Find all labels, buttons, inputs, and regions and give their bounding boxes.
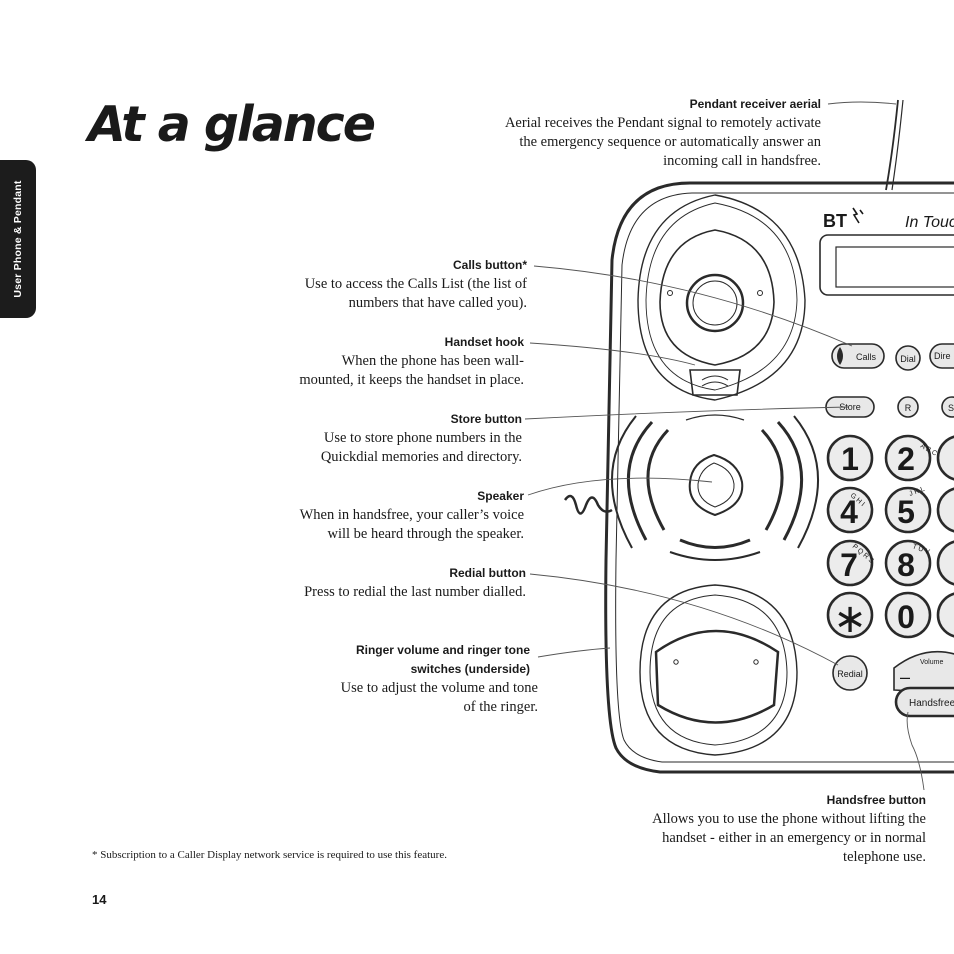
svg-text:∗: ∗ [833,596,867,642]
cord-shape [563,494,613,515]
svg-text:0: 0 [897,599,915,635]
callout-calls-line-2: numbers that have called you). [348,295,527,311]
r-button[interactable]: R [897,396,919,418]
svg-text:2: 2 [897,441,915,477]
key-9-partial[interactable] [936,540,954,586]
svg-text:Volume: Volume [920,659,943,666]
volume-minus-icon: – [900,667,910,687]
callout-aerial-label: Pendant receiver aerial [689,97,821,111]
callout-handsfree-line-2: handset - either in an emergency or in n… [662,830,926,846]
callout-store: Store button Use to store phone numbers … [240,410,522,467]
callout-redial: Redial button Press to redial the last n… [240,564,526,602]
brand-logo: BT [823,211,847,231]
svg-text:Calls: Calls [856,352,877,362]
callout-store-line-1: Use to store phone numbers in the [323,430,522,446]
svg-text:Redial: Redial [837,669,863,679]
key-8[interactable]: 8 T U V [884,539,932,587]
svg-text:8: 8 [897,547,915,583]
speaker-shape [688,453,744,517]
store-button[interactable]: Store [825,396,875,418]
svg-text:1: 1 [841,441,859,477]
callout-handsfree: Handsfree button Allows you to use the p… [560,791,926,867]
footnote: * Subscription to a Caller Display netwo… [92,849,447,861]
callout-handsfree-line-3: telephone use. [843,849,926,865]
svg-text:4: 4 [840,494,858,530]
svg-text:Handsfree: Handsfree [909,698,954,709]
callout-handsfree-label: Handsfree button [826,793,926,807]
leader-lines [524,101,925,791]
volume-button[interactable]: Volume – [893,650,954,693]
callout-aerial: Pendant receiver aerial Aerial receives … [440,95,821,171]
key-3-partial[interactable] [936,435,954,481]
s-button[interactable]: S [941,396,954,418]
key-7[interactable]: 7 P Q R S [826,539,875,587]
callout-aerial-line-1: Aerial receives the Pendant signal to re… [504,115,821,131]
svg-text:S: S [948,403,954,413]
callout-ringer-line-2: of the ringer. [463,699,539,715]
svg-text:5: 5 [897,494,915,530]
callout-calls-line-1: Use to access the Calls List (the list o… [304,276,527,292]
upper-handset-recess [637,194,806,401]
callout-calls-label: Calls button* [453,258,527,272]
svg-text:R: R [905,403,912,413]
handsfree-button[interactable]: Handsfree [894,686,954,718]
callout-hook-line-2: mounted, it keeps the handset in place. [299,372,524,388]
callout-ringer-label-1: Ringer volume and ringer tone [355,643,530,657]
callout-hook: Handset hook When the phone has been wal… [240,333,524,390]
key-4[interactable]: 4 G H I [826,486,874,534]
display-bezel [819,234,954,296]
callout-handsfree-line-1: Allows you to use the phone without lift… [652,811,926,827]
earpiece-cap [685,273,745,333]
callout-ringer-label-2: switches (underside) [410,662,530,676]
page-number: 14 [92,892,107,907]
key-1[interactable]: 1 [826,434,874,482]
key-0[interactable]: 0 [884,591,932,639]
callout-calls: Calls button* Use to access the Calls Li… [240,256,527,313]
phone-body-outline [604,181,954,774]
callout-store-label: Store button [450,412,522,426]
svg-text:Dire: Dire [934,351,951,361]
dial-button[interactable]: Dial [895,345,921,371]
callout-redial-line-1: Press to redial the last number dialled. [304,584,526,600]
brand-piper-icon [852,207,864,224]
redial-button[interactable]: Redial [832,655,868,691]
callout-speaker-line-1: When in handsfree, your caller’s voice [299,507,524,523]
key-5[interactable]: 5 J K L [884,486,932,534]
callout-aerial-line-2: the emergency sequence or automatically … [519,134,821,150]
handset-hook-shape [689,369,741,396]
svg-text:Dial: Dial [900,354,916,364]
directory-button[interactable]: Dire [929,343,954,369]
callout-ringer: Ringer volume and ringer tone switches (… [240,641,538,717]
callout-redial-label: Redial button [449,566,526,580]
callout-speaker: Speaker When in handsfree, your caller’s… [240,487,524,544]
callout-speaker-line-2: will be heard through the speaker. [327,526,525,542]
calls-button[interactable]: Calls [831,343,885,369]
key-star[interactable]: ∗ [826,591,874,642]
model-text: In Touch [905,214,954,231]
key-2[interactable]: 2 A B C [884,434,938,482]
callout-hook-label: Handset hook [444,335,524,349]
lower-handset-recess [639,584,798,756]
callout-hook-line-1: When the phone has been wall- [341,353,524,369]
key-hash-partial[interactable] [936,592,954,638]
svg-text:7: 7 [840,547,858,583]
callout-speaker-label: Speaker [477,489,524,503]
callout-store-line-2: Quickdial memories and directory. [320,449,522,465]
section-side-tab: User Phone & Pendant [0,160,36,318]
svg-text:Store: Store [839,402,861,412]
aerial-shape [885,99,899,191]
key-6-partial[interactable] [936,487,954,533]
lcd-display [835,246,954,288]
keypad: 1 2 A B C 4 G H I 5 J K L 7 P Q R S 8 T … [826,434,954,642]
page-title: At a glance [88,96,376,153]
callout-aerial-line-3: incoming call in handsfree. [663,153,821,169]
callout-ringer-line-1: Use to adjust the volume and tone [340,680,538,696]
